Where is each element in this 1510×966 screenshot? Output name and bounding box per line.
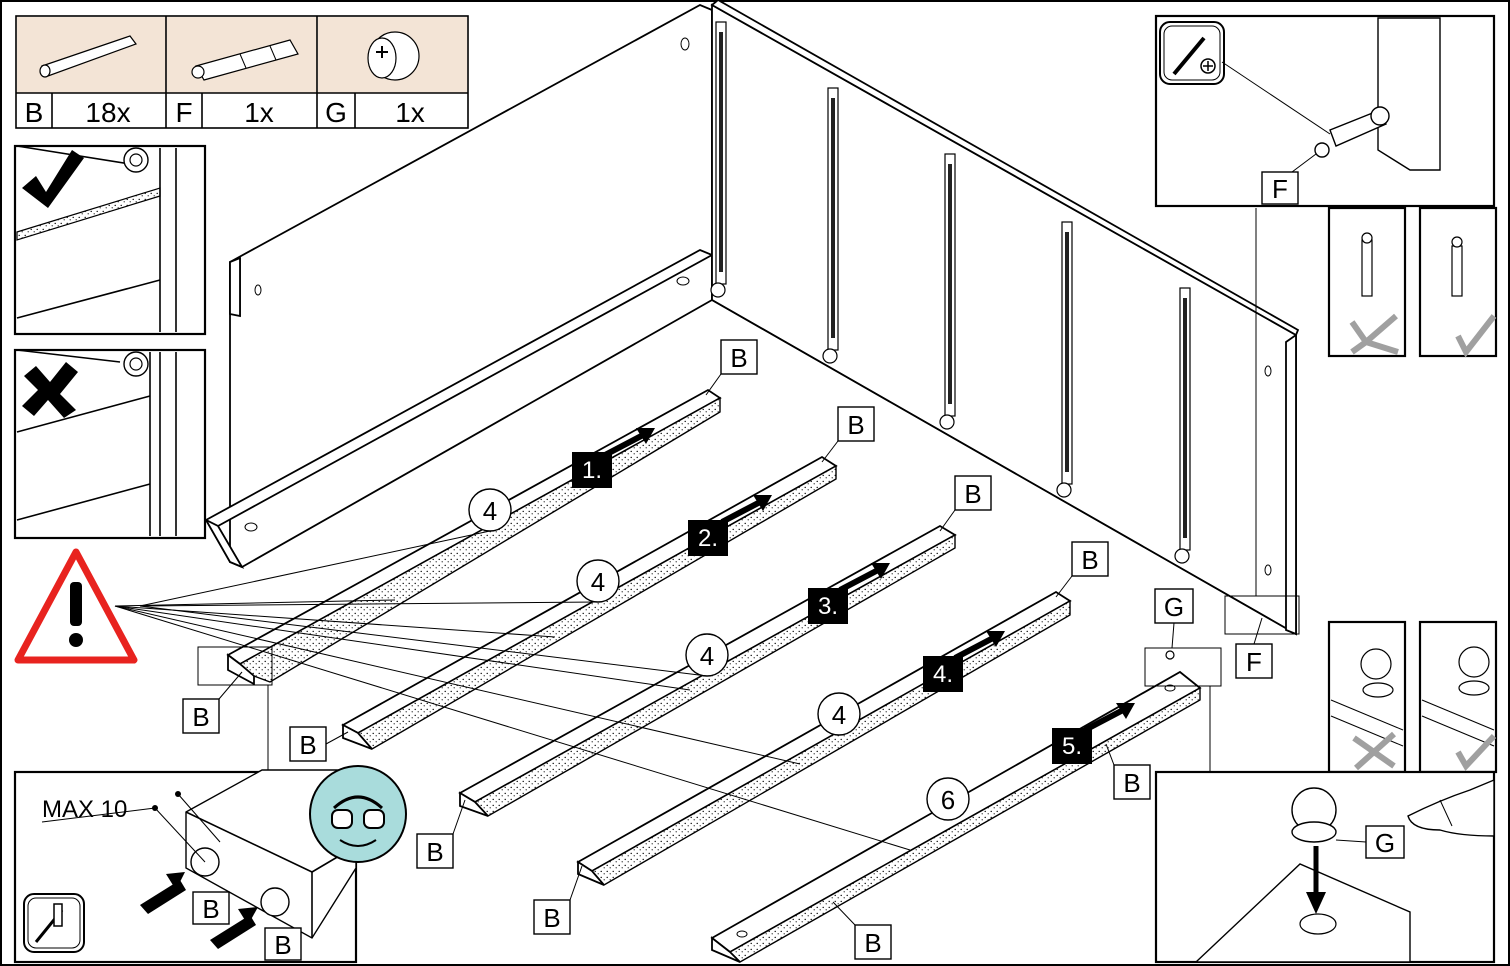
max10-inset: MAX 10 B B <box>13 765 407 964</box>
callout-b: B <box>821 406 875 463</box>
svg-text:1.: 1. <box>582 457 602 484</box>
callout-b: B <box>289 726 349 762</box>
callout-b: B <box>705 339 758 396</box>
callout-b: B <box>182 671 243 734</box>
callout-b: B <box>416 799 466 869</box>
cam-correct-panel <box>1418 620 1498 774</box>
callout-b: B <box>533 865 583 935</box>
screwdriver-icon <box>1159 21 1225 85</box>
detail-marker <box>1144 647 1222 687</box>
check-icon <box>1455 733 1497 772</box>
svg-text:4.: 4. <box>933 661 953 688</box>
svg-text:4: 4 <box>483 496 497 526</box>
hand-icon <box>1407 778 1495 837</box>
svg-text:B: B <box>192 702 209 732</box>
cabinet-carcass <box>203 0 1300 636</box>
step-1: 1. <box>572 428 655 488</box>
cam-lock-inset: G <box>1154 770 1496 964</box>
svg-text:5.: 5. <box>1062 733 1082 760</box>
check-icon <box>1455 314 1497 358</box>
svg-text:B: B <box>426 837 443 867</box>
safety-goggles-icon <box>309 765 407 863</box>
svg-text:B: B <box>1081 545 1098 575</box>
cam-bolt-icon <box>191 39 299 81</box>
detail-marker <box>1224 595 1300 635</box>
correct-detail-panel <box>13 144 207 336</box>
svg-text:4: 4 <box>832 700 846 730</box>
callout-b: B <box>939 475 992 532</box>
svg-text:F: F <box>175 97 192 128</box>
svg-text:B: B <box>202 894 219 924</box>
step-2: 2. <box>688 495 772 556</box>
svg-text:6: 6 <box>941 785 955 815</box>
svg-text:B: B <box>25 97 44 128</box>
cross-icon <box>1349 313 1399 355</box>
svg-text:B: B <box>543 903 560 933</box>
step-5: 5. <box>1052 703 1135 764</box>
cross-icon <box>1352 731 1397 771</box>
svg-text:G: G <box>1375 828 1395 858</box>
part-callouts: B B B B B B B B B B G F <box>182 339 1273 960</box>
step-3: 3. <box>808 563 890 624</box>
svg-text:G: G <box>1164 592 1184 622</box>
cam-lock-icon <box>367 31 420 81</box>
dowel-icon <box>39 35 137 78</box>
callout-f: F <box>1235 617 1273 679</box>
step-arrows: 1. 2. 3. 4. 5. <box>572 428 1135 764</box>
svg-text:B: B <box>299 730 316 760</box>
svg-text:B: B <box>847 410 864 440</box>
svg-text:2.: 2. <box>698 525 718 552</box>
svg-text:B: B <box>964 479 981 509</box>
check-icon <box>22 150 84 208</box>
svg-text:4: 4 <box>591 567 605 597</box>
svg-text:F: F <box>1246 647 1262 677</box>
bolt-wrong-panel <box>1327 206 1407 358</box>
svg-text:B: B <box>274 930 291 960</box>
svg-text:B: B <box>730 343 747 373</box>
svg-text:3.: 3. <box>818 593 838 620</box>
svg-text:18x: 18x <box>85 97 130 128</box>
callout-b: B <box>1055 541 1109 598</box>
warning-icon <box>14 548 138 664</box>
hammer-icon <box>23 893 85 953</box>
svg-text:4: 4 <box>700 641 714 671</box>
callout-b: B <box>832 901 892 960</box>
cam-bolt-inset: F <box>1154 14 1496 208</box>
bolt-correct-panel <box>1418 206 1498 358</box>
svg-text:B: B <box>864 928 881 958</box>
parts-table: B 18x F 1x G 1x <box>15 15 469 129</box>
callout-g: G <box>1154 588 1194 649</box>
cam-wrong-panel <box>1327 620 1407 774</box>
svg-text:B: B <box>1123 768 1140 798</box>
svg-text:1x: 1x <box>244 97 274 128</box>
callout-b: B <box>1105 743 1151 800</box>
panel-number-circles: 4 4 4 4 6 <box>468 488 970 821</box>
step-4: 4. <box>923 631 1005 692</box>
svg-text:1x: 1x <box>395 97 425 128</box>
svg-text:F: F <box>1272 174 1288 204</box>
cross-icon <box>22 362 78 418</box>
max-label: MAX 10 <box>42 796 127 823</box>
drawer-runners <box>710 21 1191 564</box>
svg-text:G: G <box>325 97 347 128</box>
wrong-detail-panel <box>13 348 207 540</box>
detail-marker <box>197 646 273 686</box>
